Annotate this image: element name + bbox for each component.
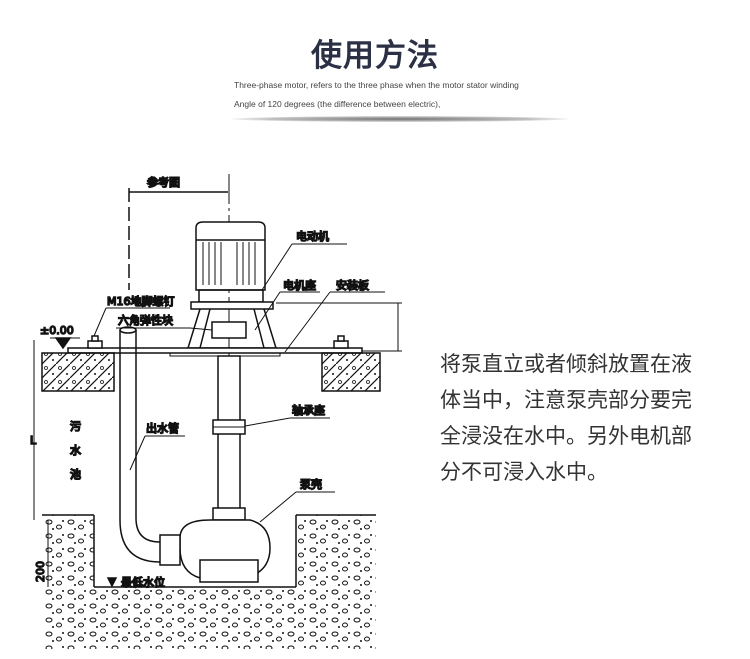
usage-description: 将泵直立或者倾斜放置在液 体当中，注意泵壳部分要完 全浸没在水中。另外电机部 分… [440,346,740,490]
min-water-level-label: 最低水位 [121,575,165,589]
page-title: 使用方法 [311,38,439,74]
header-divider-shadow [232,116,568,122]
subtitle-line-1: Three-phase motor, refers to the three p… [234,80,519,90]
motor [190,221,274,310]
bottom-dim-label: 200 [34,561,47,582]
motor-seat [186,308,278,349]
reference-label: 参考图 [147,175,180,189]
anchor-bolt-label: M16地脚螺钉 [107,294,175,308]
description-line: 体当中，注意泵壳部分要完 [440,388,692,412]
pump-casing [159,519,271,583]
min-water-level-marker-icon [106,577,118,588]
sewage-pool-label-2: 水 [70,444,81,457]
sewage-pit [42,514,376,649]
subtitle-line-2: Angle of 120 degrees (the difference bet… [234,99,441,109]
ground-block-right [321,352,381,392]
bearing-seat-label: 轴承座 [292,403,325,417]
mounting-plate-label: 安装板 [336,278,369,292]
hex-elastic-block-label: 六角弹性块 [118,313,173,327]
reference-dimension [128,188,228,290]
outlet-pipe [119,330,161,563]
motor-label: 电动机 [296,229,329,243]
pump-column [212,355,246,521]
description-line: 分不可浸入水中。 [440,460,608,484]
description-line: 全浸没在水中。另外电机部 [440,424,692,448]
elevation-marker-icon [54,337,72,350]
sewage-pool-label-1: 污 [70,420,81,433]
leader-lines [93,243,385,523]
motor-seat-label: 电机座 [283,278,316,292]
pump-casing-label: 泵壳 [300,477,322,491]
outlet-pipe-label: 出水管 [146,421,179,435]
depth-label: L [30,434,37,447]
anchor-bolt-icon [87,335,349,349]
description-line: 将泵直立或者倾斜放置在液 [440,352,692,376]
sewage-pool-label-3: 池 [70,468,81,481]
elevation-label: ±0.00 [40,324,74,337]
ground-block-left [41,352,115,392]
